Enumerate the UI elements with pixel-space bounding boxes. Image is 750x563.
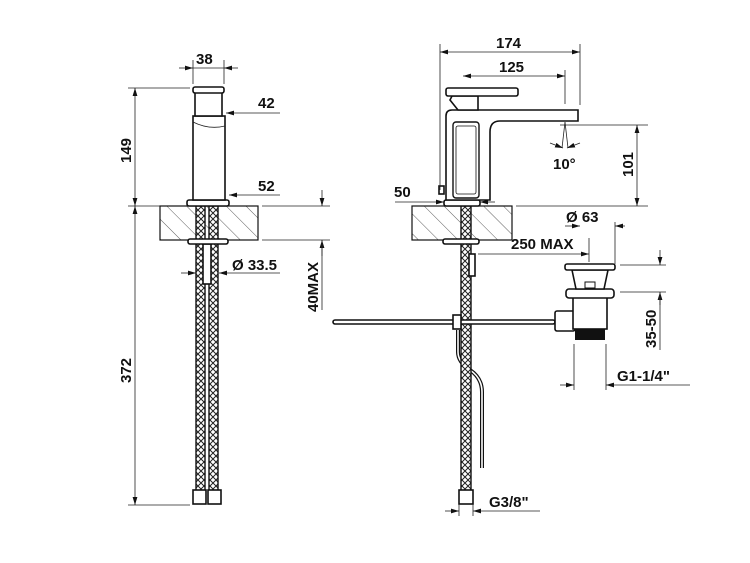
hose-nut-right [207,489,222,505]
dim-hole-diameter: Ø 33.5 [232,257,277,274]
dim-height-above: 149 [118,138,135,163]
dim-rod-length: 250 MAX [511,236,574,253]
handle-top [192,86,225,94]
popup-rod [332,319,556,325]
lever-top [445,87,519,97]
dim-base-width: 50 [394,184,411,201]
check-valve [468,253,476,277]
side-view: 174 125 10° 101 50 Ø 63 250 MAX 3 [332,35,690,516]
rod-clamp [452,314,462,330]
front-view: 38 42 52 149 372 40MAX Ø 33.5 [118,51,330,506]
handle-cap [194,91,223,117]
body-window [452,121,480,199]
dim-base-diameter: 52 [258,178,275,195]
base-flange [186,199,230,207]
body-bevel [192,121,226,128]
lower-nut [187,238,229,245]
dim-total-projection: 174 [496,35,522,52]
dim-waste-thread: G1-1/4" [617,368,670,385]
hose-nut-side [458,489,474,505]
hose-nut-left [192,489,207,505]
dim-spout-projection: 125 [499,59,524,76]
popup-knob [438,185,445,195]
dim-waste-diameter: Ø 63 [566,209,599,226]
faucet-body [192,115,226,201]
dim-counter-thickness: 40MAX [305,262,322,312]
dim-handle-diameter: 42 [258,95,275,112]
popup-waste [554,263,616,340]
dim-waste-height: 35-50 [643,310,660,348]
lower-nut-side [442,238,480,245]
lever-handle [449,95,479,111]
base-flange-side [443,199,481,207]
dim-width-cap: 38 [196,51,213,68]
dim-height-below: 372 [118,358,135,383]
dim-hose-thread: G3/8" [489,494,529,511]
dim-spout-angle: 10° [553,156,576,173]
hose-side [460,205,472,497]
fixing-stud [202,243,212,285]
dim-spout-height: 101 [620,152,637,177]
